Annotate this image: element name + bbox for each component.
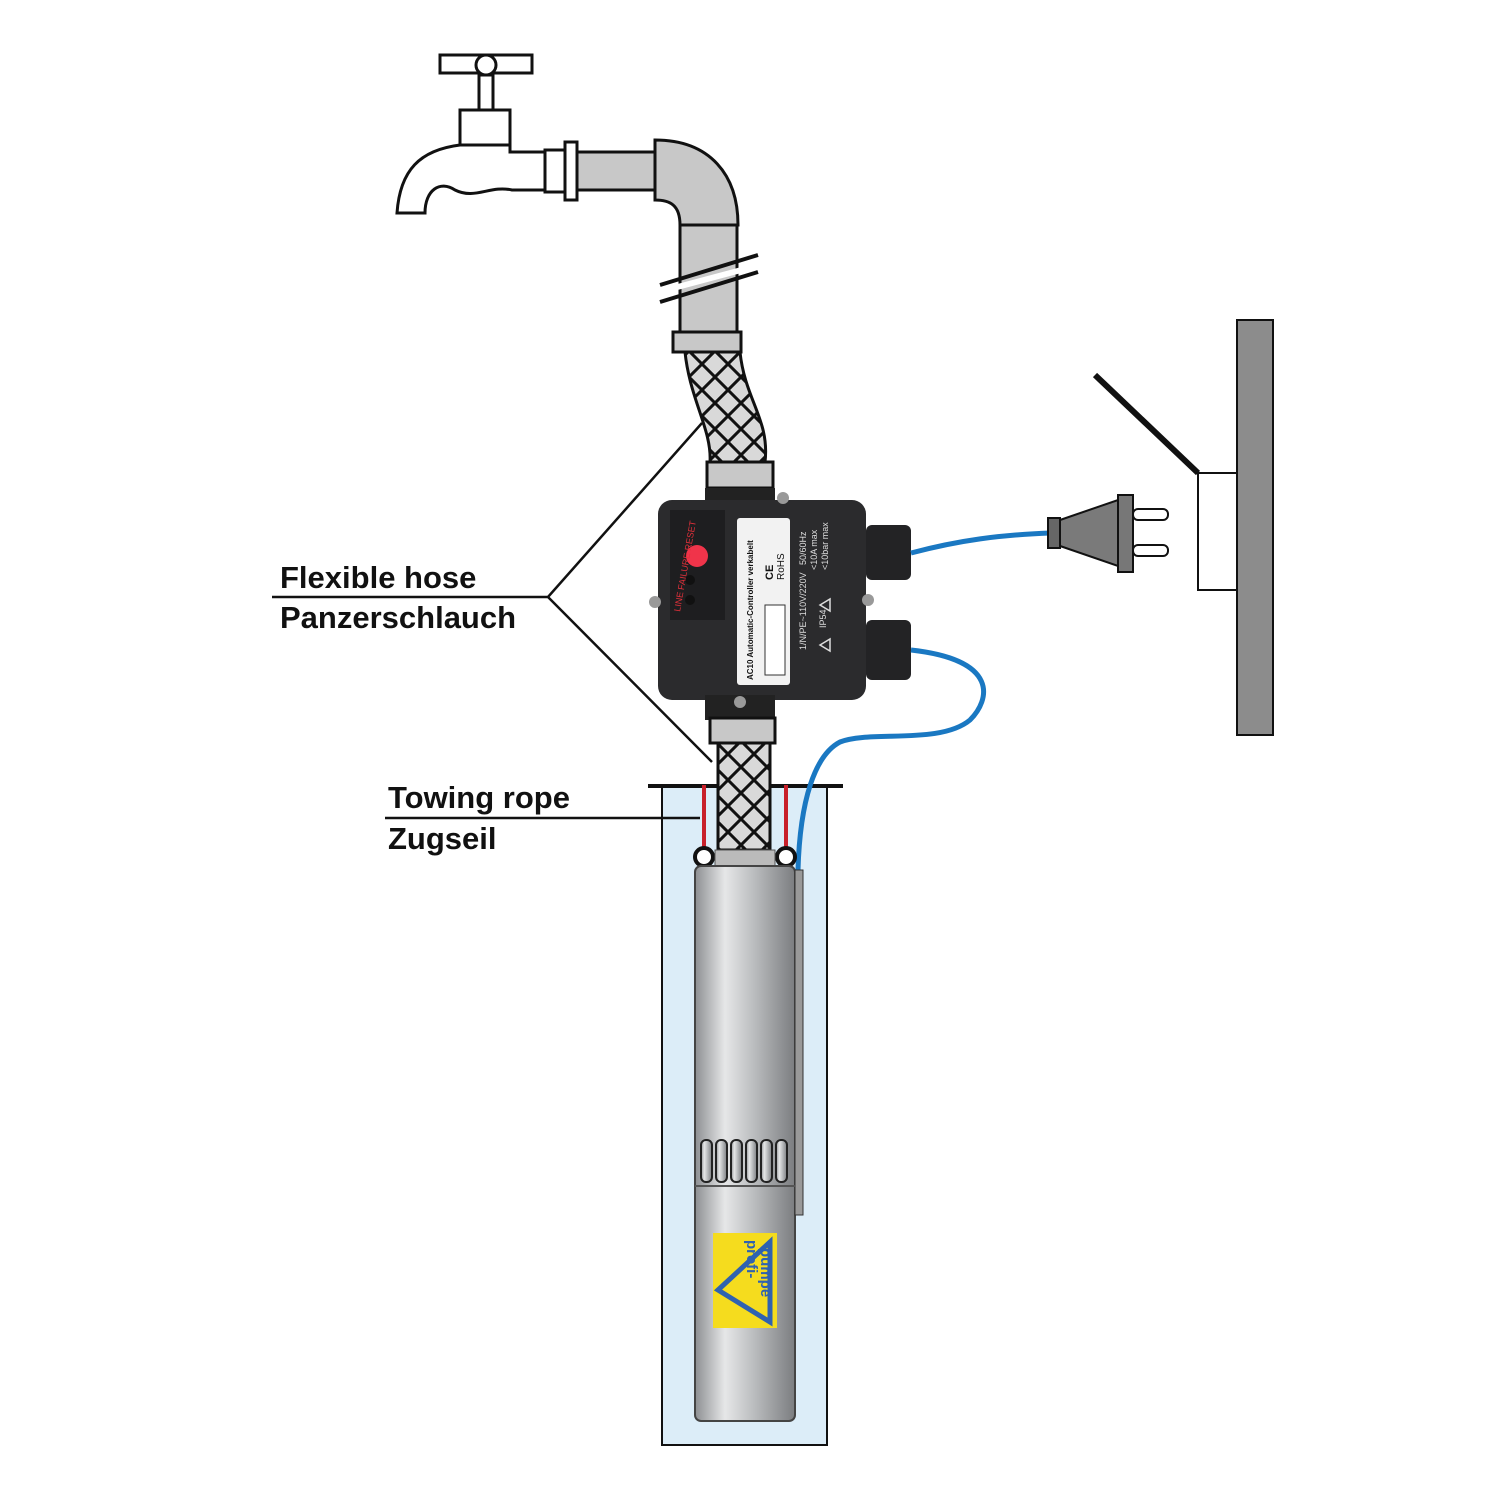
towing-rope-callout: Towing rope Zugseil (385, 780, 700, 856)
power-cable (910, 530, 1051, 556)
svg-text:profi-: profi- (743, 1240, 760, 1278)
towing-rope-label-en: Towing rope (388, 780, 570, 815)
flexible-hose-lower (716, 741, 772, 852)
pump-cable (795, 647, 987, 871)
power-plug (1047, 494, 1169, 573)
warning-icon (818, 597, 831, 613)
flexible-hose-callout: Flexible hose Panzerschlauch (272, 422, 713, 763)
voltage-rating: 1/N/PE~110V/220V (798, 572, 808, 650)
flexible-hose-label-en: Flexible hose (280, 560, 476, 595)
flexible-hose-label-de: Panzerschlauch (280, 600, 516, 635)
ip-rating: IP54 (818, 609, 828, 628)
reset-button[interactable] (686, 545, 708, 567)
towing-rope (693, 785, 797, 868)
ce-mark: CE (764, 565, 776, 580)
current-rating: <10A max (809, 529, 819, 570)
pressure-controller: LINE FAILURE RESET AC10 Automatic-Contro… (649, 488, 911, 720)
pressure-rating: <10bar max (820, 522, 830, 570)
frequency-rating: 50/60Hz (798, 531, 808, 565)
led-label-line: LINE (672, 591, 685, 612)
profi-pumpe-logo: profi- pumpe (713, 1233, 777, 1328)
hose-coupling (705, 460, 775, 490)
flexible-hose-upper (683, 350, 768, 464)
water-pipe (575, 138, 760, 354)
warning-icon (818, 637, 831, 653)
rohs-mark: RoHS (776, 553, 787, 580)
svg-text:pumpe: pumpe (757, 1248, 774, 1297)
submersible-pump: profi- pumpe (694, 849, 804, 1422)
controller-model: AC10 Automatic-Controller verkabelt (746, 540, 755, 680)
hose-coupling-lower (708, 716, 777, 745)
towing-rope-label-de: Zugseil (388, 821, 497, 856)
faucet (395, 53, 579, 215)
wall-socket (1092, 319, 1274, 736)
